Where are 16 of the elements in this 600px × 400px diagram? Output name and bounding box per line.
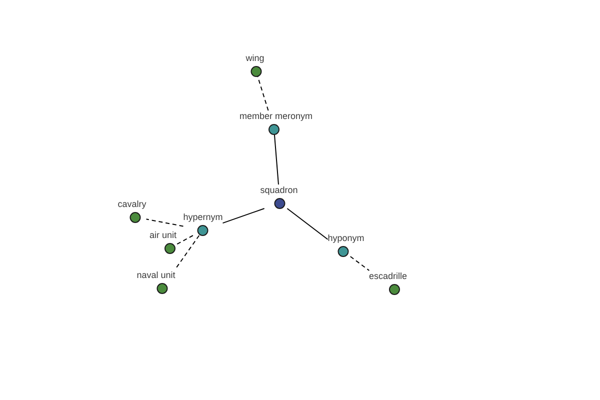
node-label: escadrille <box>368 270 408 282</box>
node-label: hypernym <box>183 212 223 222</box>
node-label: wing <box>246 52 264 64</box>
node-label: member meronym <box>240 110 312 122</box>
node-label: air unit <box>150 230 176 240</box>
node-label: cavalry <box>118 198 146 210</box>
connector-line <box>286 208 328 240</box>
node-label: squadron <box>260 184 298 196</box>
node-label: hyponym <box>328 232 364 244</box>
connector-line <box>222 208 265 224</box>
connector-line <box>274 134 279 185</box>
dashed-connector <box>146 218 184 227</box>
dashed-connector <box>176 235 194 245</box>
node-label: naval unit <box>136 270 176 280</box>
dashed-connector <box>174 235 200 270</box>
dashed-connector <box>350 256 370 271</box>
